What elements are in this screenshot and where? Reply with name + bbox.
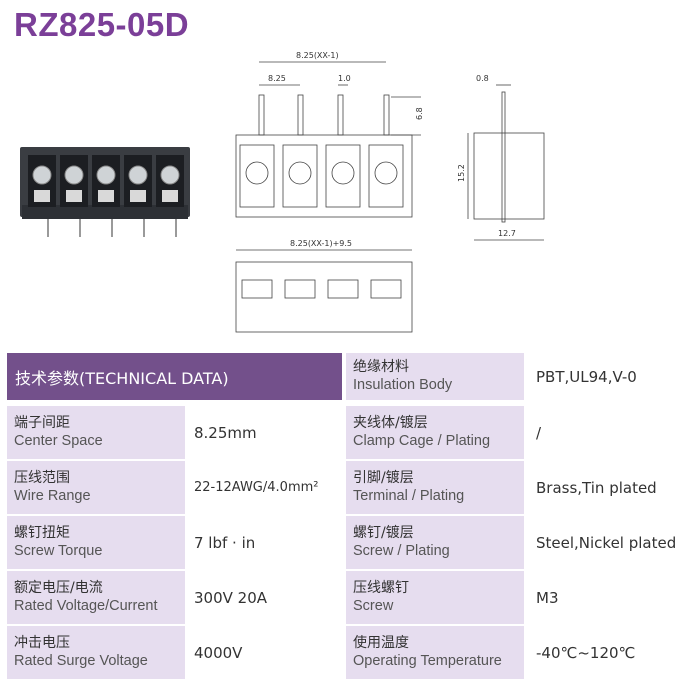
- spec-label: 螺钉/镀层 Screw / Plating: [346, 516, 524, 569]
- dim-side-height: 15.2: [457, 164, 466, 182]
- table-header: 技术参数(TECHNICAL DATA): [7, 353, 342, 400]
- spec-label: 使用温度 Operating Temperature: [346, 626, 524, 679]
- table-row: 压线范围 Wire Range 22-12AWG/4.0mm² 引脚/镀层 Te…: [7, 461, 693, 514]
- spec-label: 额定电压/电流 Rated Voltage/Current: [7, 571, 185, 624]
- terminal-positions: [28, 155, 184, 207]
- spec-value: 22-12AWG/4.0mm²: [187, 461, 342, 514]
- spec-value: -40℃~120℃: [526, 626, 693, 679]
- table-row: 额定电压/电流 Rated Voltage/Current 300V 20A 压…: [7, 571, 693, 624]
- dim-pin-length: 6.8: [415, 107, 424, 120]
- spec-value: /: [526, 406, 693, 459]
- spec-label: 夹线体/镀层 Clamp Cage / Plating: [346, 406, 524, 459]
- spec-label: 端子间距 Center Space: [7, 406, 185, 459]
- spec-label: 绝缘材料 Insulation Body: [346, 353, 524, 400]
- dim-side-top: 0.8: [476, 74, 489, 83]
- dim-pin: 1.0: [338, 74, 351, 83]
- spec-value: PBT,UL94,V-0: [526, 353, 693, 400]
- dim-bottom: 8.25(XX-1)+9.5: [290, 239, 352, 248]
- table-row: 冲击电压 Rated Surge Voltage 4000V 使用温度 Oper…: [7, 626, 693, 679]
- product-title: RZ825-05D: [14, 6, 190, 43]
- table-row: 技术参数(TECHNICAL DATA) 绝缘材料 Insulation Bod…: [7, 353, 693, 400]
- product-photo: [20, 147, 190, 237]
- technical-data-table: 技术参数(TECHNICAL DATA) 绝缘材料 Insulation Bod…: [7, 353, 693, 681]
- spec-value: Steel,Nickel plated: [526, 516, 693, 569]
- spec-value: Brass,Tin plated: [526, 461, 693, 514]
- dim-pitch: 8.25: [268, 74, 286, 83]
- spec-value: 7 lbf · in: [187, 516, 342, 569]
- spec-value: 300V 20A: [187, 571, 342, 624]
- spec-value: 8.25mm: [187, 406, 342, 459]
- technical-drawing: 8.25(XX-1) 8.25 1.0 6.8 0.8 15.2 12.7 8.…: [235, 51, 545, 333]
- spec-label: 螺钉扭矩 Screw Torque: [7, 516, 185, 569]
- spec-value: 4000V: [187, 626, 342, 679]
- spec-label: 引脚/镀层 Terminal / Plating: [346, 461, 524, 514]
- table-row: 螺钉扭矩 Screw Torque 7 lbf · in 螺钉/镀层 Screw…: [7, 516, 693, 569]
- spec-value: M3: [526, 571, 693, 624]
- spec-label: 压线范围 Wire Range: [7, 461, 185, 514]
- spec-label: 冲击电压 Rated Surge Voltage: [7, 626, 185, 679]
- table-row: 端子间距 Center Space 8.25mm 夹线体/镀层 Clamp Ca…: [7, 406, 693, 459]
- dim-top: 8.25(XX-1): [296, 51, 339, 60]
- dim-side-width: 12.7: [498, 229, 516, 238]
- spec-label: 压线螺钉 Screw: [346, 571, 524, 624]
